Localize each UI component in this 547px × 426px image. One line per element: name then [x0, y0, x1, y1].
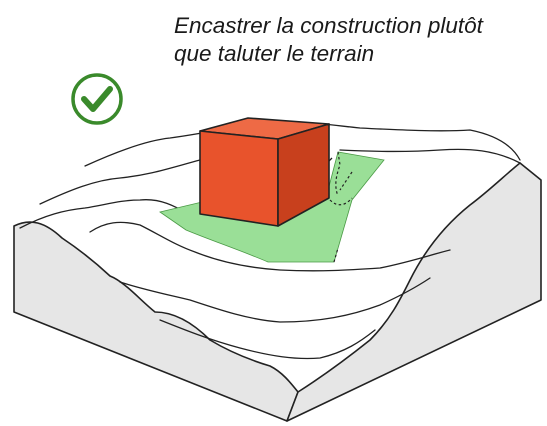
building [199, 117, 330, 227]
caption: Encastrer la construction plutôt que tal… [174, 12, 546, 68]
terrain-front-face [13, 221, 299, 422]
terrain-right-face [286, 162, 542, 422]
contour-line [159, 319, 376, 360]
contour-line [89, 221, 451, 272]
building-front [199, 130, 279, 227]
building-side [277, 123, 330, 227]
contour-line [39, 159, 201, 205]
caption-line-2: que taluter le terrain [174, 41, 375, 66]
contour-line [119, 277, 431, 323]
contour-line [19, 199, 191, 229]
caption-line-1: Encastrer la construction plutôt [174, 13, 483, 38]
contour-line [339, 148, 521, 164]
check-circle-icon [71, 73, 123, 125]
